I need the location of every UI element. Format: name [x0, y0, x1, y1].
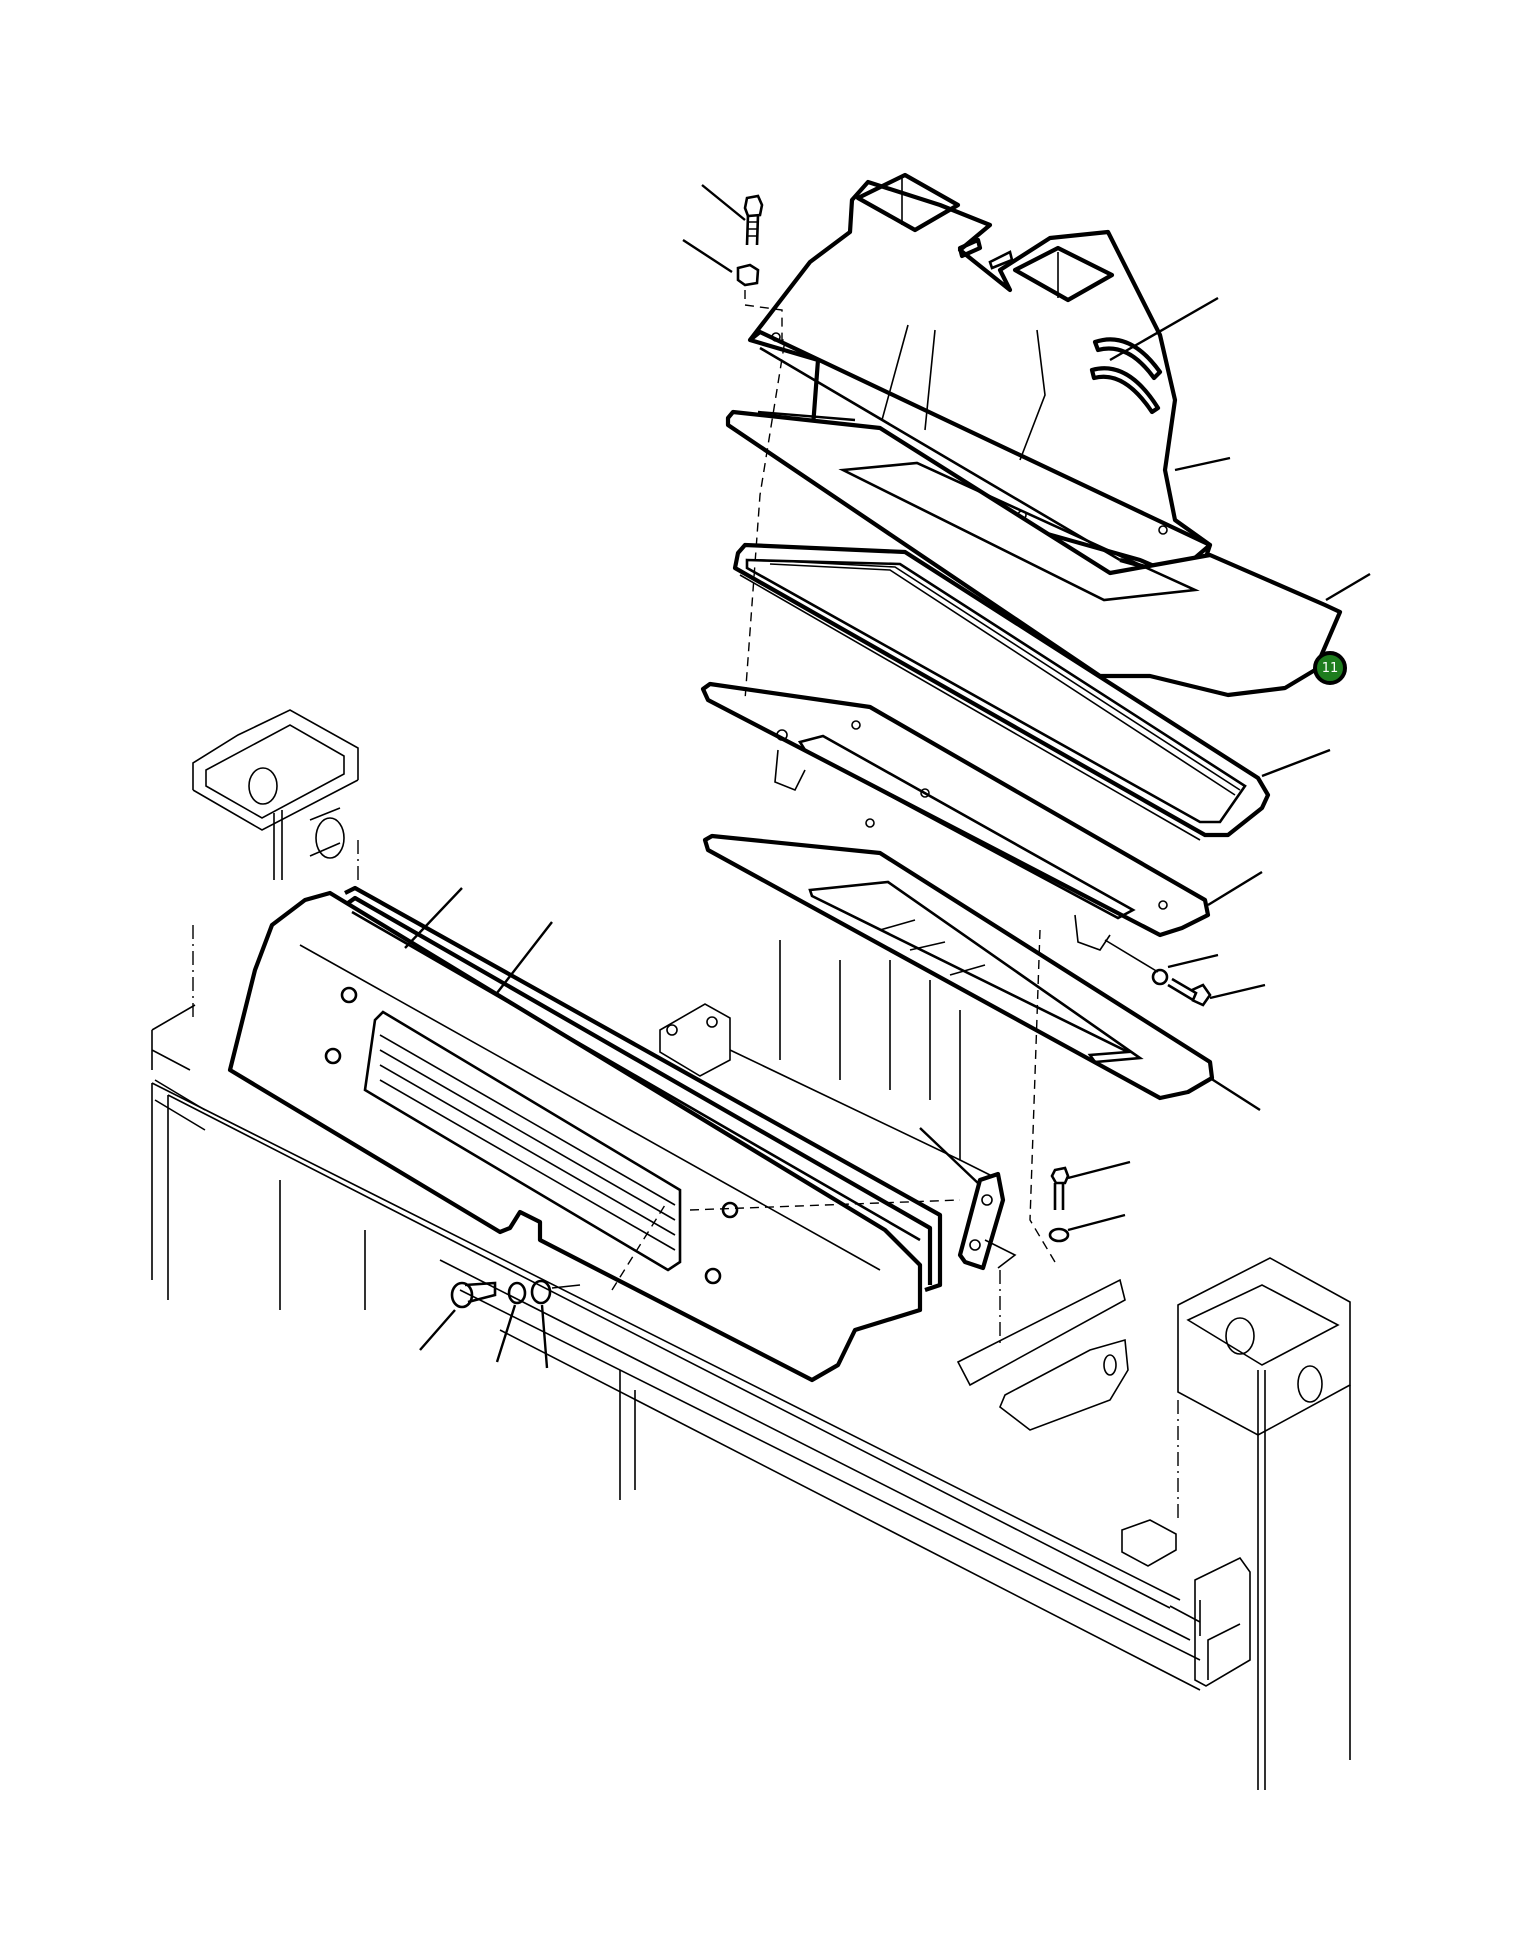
- mounting-plate: [700, 681, 1263, 951]
- front-cowl-panel: [227, 890, 923, 1383]
- leader-lines: [757, 296, 1231, 472]
- callout-badge-11[interactable]: 11: [1313, 651, 1347, 685]
- rear-support-bracket: [659, 940, 1001, 1181]
- air-filter-seal-frame: [732, 542, 1331, 841]
- cab-frame: [151, 709, 1351, 1790]
- callout-label: 11: [1321, 660, 1339, 676]
- mounting-bracket: [919, 1127, 1129, 1431]
- fasteners: [419, 184, 1266, 1369]
- flange-gasket: [725, 409, 1371, 698]
- cowl-seal-strips: [344, 885, 943, 1292]
- lower-gasket-plate: [702, 833, 1261, 1112]
